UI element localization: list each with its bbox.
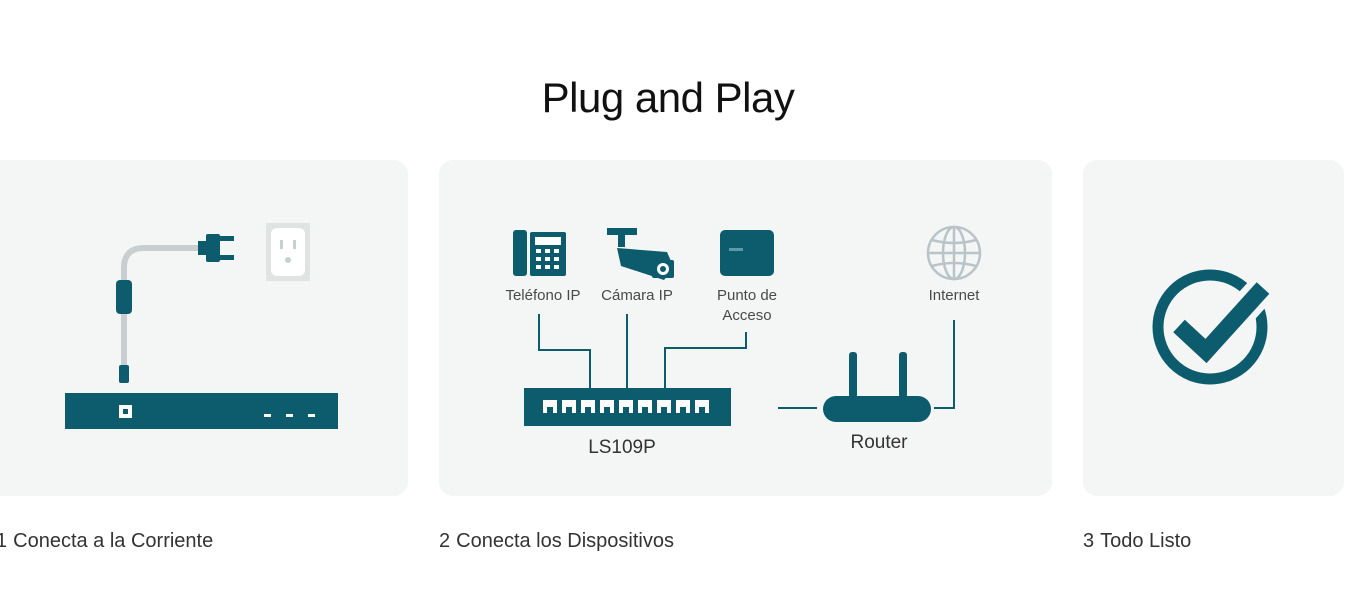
step-2-number: 2 <box>439 530 451 552</box>
internet-label: Internet <box>928 287 980 304</box>
link-phone-switch <box>538 314 591 388</box>
link-ap-switch <box>664 332 747 388</box>
cable-ferrite <box>116 280 132 314</box>
switch-ls109p <box>524 388 731 426</box>
access-point-label-line2: Acceso <box>722 307 772 324</box>
ip-camera-icon <box>607 228 674 280</box>
network-links <box>538 314 955 409</box>
power-connection-illustration <box>65 223 338 429</box>
step-2-card: Teléfono IP Cámara IP Punto de Acceso In… <box>439 160 1052 496</box>
step-2-label: Conecta los Dispositivos <box>456 530 674 552</box>
step-1-number: 1 <box>0 530 8 552</box>
switch-ports <box>543 400 709 413</box>
access-point-icon <box>720 230 774 276</box>
ip-phone-icon <box>513 230 566 276</box>
router-label: Router <box>850 432 908 453</box>
link-router-internet <box>934 320 955 409</box>
network-diagram <box>513 225 982 426</box>
step-1-label: Conecta a la Corriente <box>13 530 214 552</box>
step-3-number: 3 <box>1083 530 1095 552</box>
router-icon <box>823 352 931 422</box>
globe-icon <box>926 225 982 281</box>
page-title: Plug and Play <box>541 74 795 121</box>
ip-camera-label: Cámara IP <box>601 287 673 304</box>
wall-outlet-icon <box>266 223 310 281</box>
switch-label: LS109P <box>588 437 656 458</box>
ip-phone-label: Teléfono IP <box>505 287 581 304</box>
dc-connector <box>119 365 129 383</box>
step-1-card <box>0 160 408 496</box>
access-point-label-line1: Punto de <box>716 287 778 304</box>
step-3-card <box>1083 160 1344 496</box>
power-plug-icon <box>198 234 234 262</box>
checkmark-icon <box>1152 269 1275 385</box>
power-cable <box>121 245 205 378</box>
step-3-label: Todo Listo <box>1100 530 1192 552</box>
switch-back-panel <box>65 393 338 429</box>
